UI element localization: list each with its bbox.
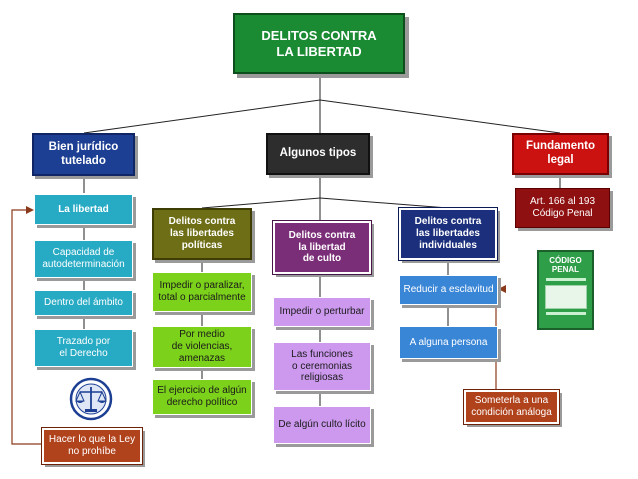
book-panel — [544, 284, 587, 309]
algunos-tipos-node: Algunos tipos — [266, 133, 370, 175]
hacer-lo-que-ley-node: Hacer lo que la Ley no prohíbe — [41, 427, 143, 465]
fundamento-legal-node: Fundamento legal — [512, 133, 609, 175]
libertades-politicas-node: Delitos contra las libertades políticas — [152, 208, 252, 260]
libertad-culto-node: Delitos contra la libertad de culto — [272, 220, 372, 275]
book-title: CÓDIGO PENAL — [549, 256, 582, 274]
root-node: DELITOS CONTRA LA LIBERTAD — [233, 13, 405, 74]
la-libertad-node: La libertad — [34, 194, 133, 225]
reducir-esclavitud-node: Reducir a esclavitud — [399, 275, 498, 305]
penal-code-book-icon: CÓDIGO PENAL — [537, 250, 594, 330]
capacidad-node: Capacidad de autodeterminación — [34, 240, 133, 278]
trazado-derecho-node: Trazado por el Derecho — [34, 329, 133, 367]
alguna-persona-node: A alguna persona — [399, 326, 498, 359]
dentro-ambito-node: Dentro del ámbito — [34, 290, 133, 316]
funciones-ceremonias-node: Las funciones o ceremonias religiosas — [273, 342, 371, 391]
culto-licito-node: De algún culto lícito — [273, 406, 371, 444]
articulos-codigo-penal-node: Art. 166 al 193 Código Penal — [515, 188, 610, 228]
bien-juridico-node: Bien jurídico tutelado — [32, 133, 135, 176]
libertades-individuales-node: Delitos contra las libertades individual… — [398, 207, 498, 261]
scales-of-justice-emblem-icon — [69, 377, 113, 421]
someterla-condicion-node: Someterla a una condición análoga — [463, 389, 560, 425]
impedir-paralizar-node: Impedir o paralizar, total o parcialment… — [152, 272, 252, 312]
book-stripe — [545, 311, 586, 315]
impedir-perturbar-node: Impedir o perturbar — [273, 297, 371, 327]
book-stripe — [545, 277, 586, 281]
ejercicio-derecho-node: El ejercicio de algún derecho político — [152, 379, 252, 415]
violencias-amenazas-node: Por medio de violencias, amenazas — [152, 326, 252, 368]
